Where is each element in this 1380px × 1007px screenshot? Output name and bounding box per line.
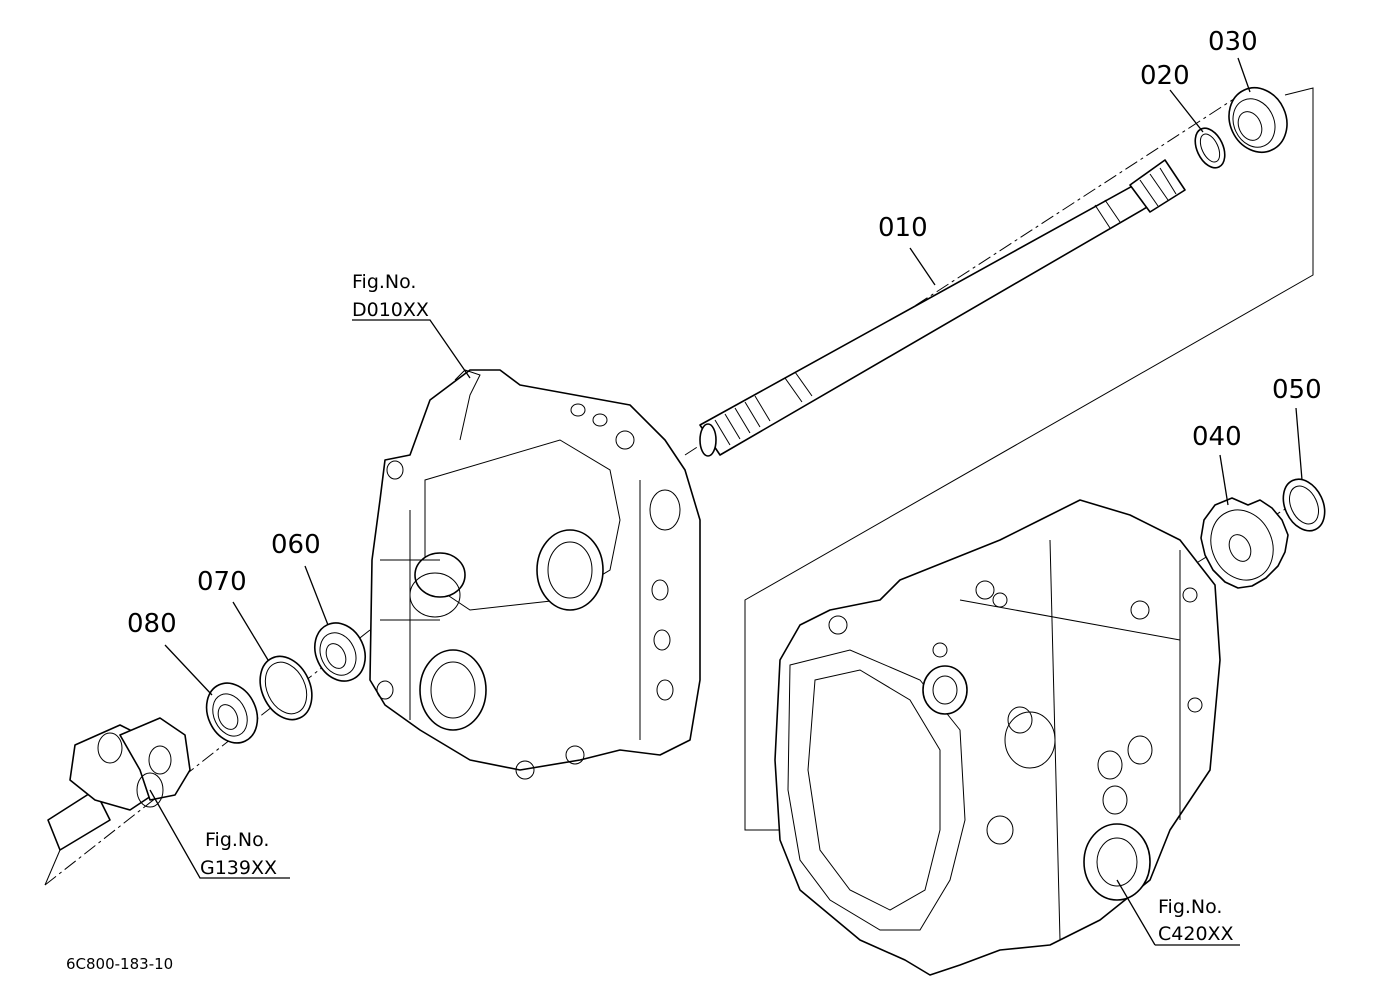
snap-ring-050[interactable] (1275, 472, 1332, 537)
spline-left (714, 395, 771, 446)
callout-050: 050 (1272, 375, 1322, 405)
gear-040[interactable] (1200, 497, 1289, 590)
fig-ref-code-c420[interactable]: C420XX (1158, 923, 1234, 945)
callout-080: 080 (127, 609, 177, 639)
oil-seal-080[interactable] (197, 675, 267, 751)
callout-040: 040 (1192, 422, 1242, 452)
leader-lines (149, 57, 1303, 946)
drawing-id: 6C800-183-10 (66, 955, 173, 973)
assembly-bracket (744, 87, 1314, 831)
bearing-030[interactable] (1219, 78, 1298, 161)
shaft-010[interactable] (699, 159, 1186, 457)
centerline-left (44, 629, 371, 886)
callout-020: 020 (1140, 61, 1190, 91)
snap-ring-020[interactable] (1189, 123, 1230, 172)
callout-070: 070 (197, 567, 247, 597)
fig-ref-label-c420: Fig.No. (1158, 896, 1222, 918)
fig-ref-code-d010[interactable]: D010XX (352, 299, 429, 321)
callout-060: 060 (271, 530, 321, 560)
fig-ref-code-g139[interactable]: G139XX (200, 857, 277, 879)
callout-010: 010 (878, 213, 928, 243)
callout-030: 030 (1208, 27, 1258, 57)
front-housing[interactable] (369, 369, 701, 780)
bearing-060[interactable] (306, 615, 375, 690)
spline-right (1139, 167, 1177, 207)
universal-joint[interactable] (44, 717, 191, 886)
snap-ring-070[interactable] (250, 648, 321, 728)
transmission-case[interactable] (774, 499, 1221, 976)
fig-ref-label-d010: Fig.No. (352, 271, 416, 293)
fig-ref-label-g139: Fig.No. (205, 829, 269, 851)
